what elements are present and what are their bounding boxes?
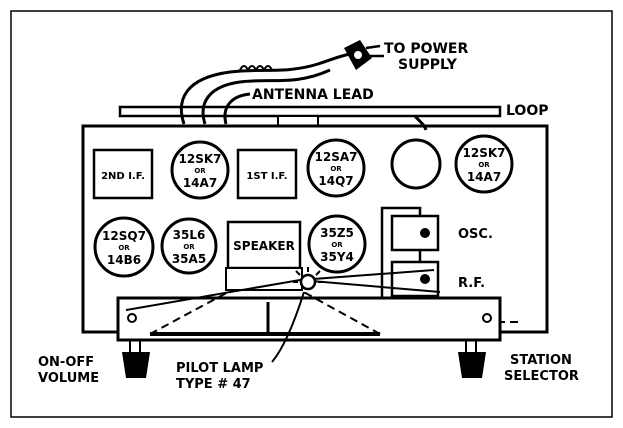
pilot-label-line1: PILOT LAMP [176,361,263,376]
svg-text:14A7: 14A7 [467,170,501,184]
tube-6: 35Z5 OR 35Y4 [307,214,367,274]
pilot-label-line2: TYPE # 47 [176,377,251,392]
if2-box [92,148,154,200]
plug-prong-1 [365,44,381,50]
station-shaft [465,340,477,352]
power-label-line1: TO POWER [384,41,468,57]
if2-label: 2ND I.F. [101,171,145,182]
outer-frame [10,10,613,418]
onoff-label-line2: VOLUME [38,371,99,386]
station-knob [458,352,486,378]
svg-text:12SK7: 12SK7 [179,152,222,166]
osc-label: OSC. [458,227,493,242]
rf-coil-screw [420,274,430,284]
svg-text:35L6: 35L6 [173,228,206,242]
svg-text:OR: OR [194,167,206,175]
pilot-leader-line [271,291,305,363]
svg-text:35Y4: 35Y4 [320,250,354,264]
onoff-shaft [129,340,141,352]
tube-4: 12SQ7 OR 14B6 [93,216,155,278]
speaker-label: SPEAKER [233,239,295,253]
svg-text:OR: OR [118,244,130,252]
svg-text:12SK7: 12SK7 [463,146,506,160]
loop-label: LOOP [506,103,549,119]
svg-text:14Q7: 14Q7 [318,174,353,188]
power-cord-2 [201,68,331,125]
pilot-lamp-rays [293,267,323,283]
osc-coil-screw [420,228,430,238]
svg-text:14A7: 14A7 [183,176,217,190]
rf-label: R.F. [458,276,485,291]
svg-text:OR: OR [330,165,342,173]
if1-box [236,148,298,200]
tube-2: 12SA7 OR 14Q7 [306,138,366,198]
loop-antenna-bar [118,105,502,118]
dial-screw-left [127,313,137,323]
loop-wire [413,115,428,131]
svg-text:OR: OR [478,161,490,169]
svg-text:12SQ7: 12SQ7 [102,229,146,243]
dial-cord-front [149,289,381,335]
svg-text:35Z5: 35Z5 [320,226,354,240]
power-cord [179,52,351,125]
svg-text:14B6: 14B6 [107,253,141,267]
power-label-line2: SUPPLY [398,57,458,73]
speaker-box [226,220,302,270]
tube-1: 12SK7 OR 14A7 [170,140,230,200]
antenna-lead-wire [223,92,251,125]
cord-twist [239,65,273,73]
tube-5: 35L6 OR 35A5 [160,217,218,275]
svg-text:35A5: 35A5 [172,252,206,266]
dial-screw-right [482,313,492,323]
tube-3: 12SK7 OR 14A7 [454,134,514,194]
antenna-lead-label: ANTENNA LEAD [252,87,374,103]
onoff-knob [122,352,150,378]
plug-hole [354,51,362,59]
station-label-line1: STATION [510,353,572,368]
station-label-line2: SELECTOR [504,369,579,384]
if1-label: 1ST I.F. [246,171,287,182]
blank-socket [390,138,442,190]
svg-text:12SA7: 12SA7 [315,150,358,164]
svg-text:OR: OR [183,243,195,251]
svg-text:OR: OR [331,241,343,249]
pilot-lamp [299,273,317,291]
osc-coil [390,214,440,252]
onoff-label-line1: ON-OFF [38,355,94,370]
